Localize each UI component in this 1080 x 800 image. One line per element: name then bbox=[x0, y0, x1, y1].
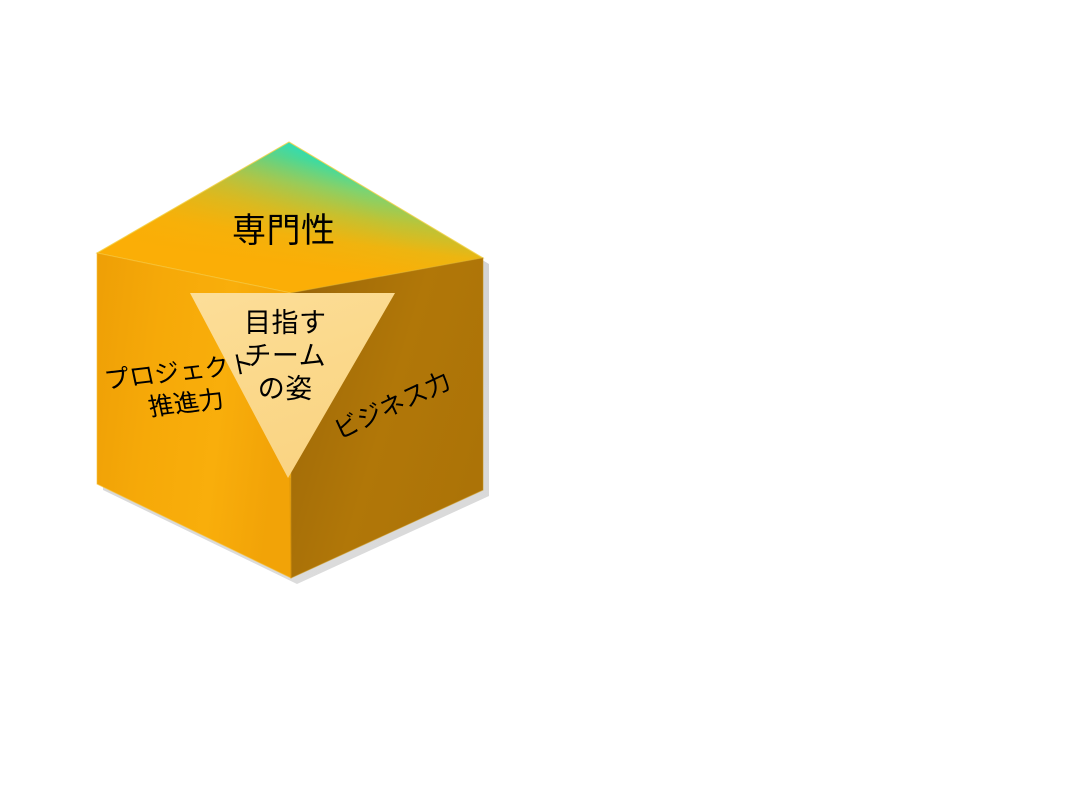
front-vertical-seam bbox=[289, 477, 292, 579]
center-wedge bbox=[190, 293, 395, 478]
